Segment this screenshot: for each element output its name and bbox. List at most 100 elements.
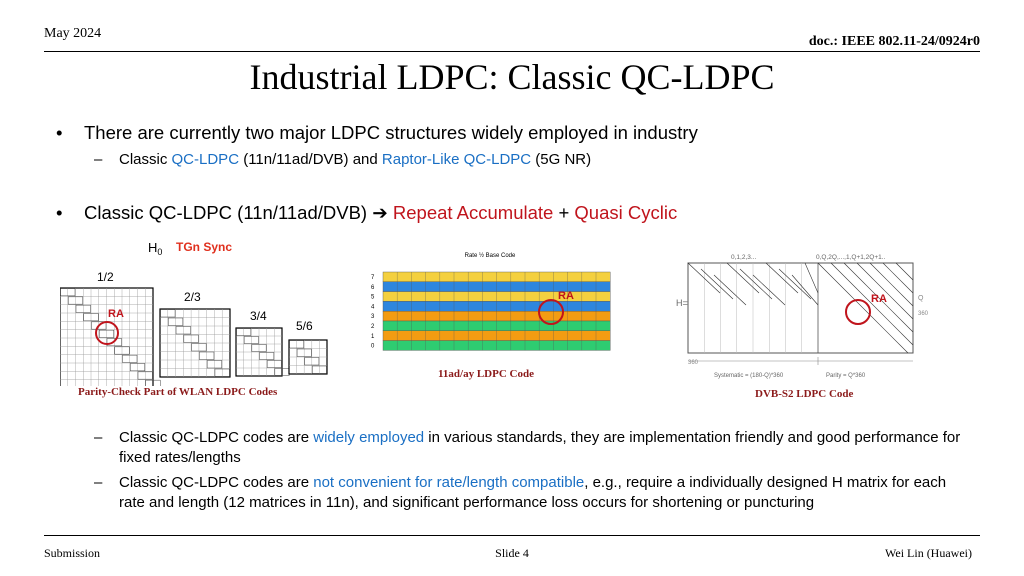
identity-block	[145, 379, 161, 386]
header-divider	[44, 51, 980, 52]
sub-dash: –	[94, 474, 103, 491]
diagonal	[700, 268, 734, 300]
ra-circle	[95, 321, 119, 345]
identity-block	[236, 328, 252, 336]
rate-5-6-label: 5/6	[296, 319, 313, 333]
bullet-dot: •	[56, 202, 63, 223]
ra-label: RA	[558, 290, 574, 302]
diagonal	[752, 274, 786, 306]
sub1-mid: (11n/11ad/DVB) and	[239, 151, 382, 168]
sub1-qcldpc: QC-LDPC	[171, 151, 240, 168]
dvb-matrix	[687, 262, 914, 365]
identity-block	[122, 354, 138, 363]
sub3-pre: Classic QC-LDPC codes are	[119, 474, 314, 491]
slide-title: Industrial LDPC: Classic QC-LDPC	[249, 57, 775, 97]
bullet-dot: •	[56, 122, 63, 143]
sub-bullet-3-text: Classic QC-LDPC codes are not convenient…	[119, 473, 969, 513]
row-label: 0	[371, 344, 375, 350]
identity-block	[160, 309, 176, 318]
identity-block	[259, 352, 275, 360]
col-index-right: 0,Q,2Q,...,1,Q+1,2Q+1..	[816, 254, 886, 261]
h0-label: H0	[148, 240, 162, 257]
parity-matrix	[60, 287, 161, 386]
ra-circle	[538, 299, 564, 325]
dim-360-bottom: 360	[688, 360, 699, 366]
bullet-2-text: Classic QC-LDPC (11n/11ad/DVB) ➔ Repeat …	[84, 202, 677, 224]
identity-block	[214, 368, 230, 377]
sub2-post: in various standards, they are implement…	[119, 429, 961, 466]
diagonal	[843, 262, 914, 333]
sub1-pre: Classic	[119, 151, 172, 168]
row-label: 5	[371, 295, 375, 301]
sub2-highlight: widely employed	[313, 429, 425, 446]
identity-block	[168, 317, 184, 326]
identity-block	[106, 338, 122, 347]
diagonal	[830, 262, 914, 346]
sub2-pre: Classic QC-LDPC codes are	[119, 429, 314, 446]
caption-wlan: Parity-Check Part of WLAN LDPC Codes	[78, 386, 278, 398]
base-code-title: Rate ½ Base Code	[465, 252, 516, 259]
base-matrix-grid	[382, 271, 611, 351]
row-label: 2	[371, 324, 375, 330]
identity-block	[251, 344, 267, 352]
diagonal	[895, 262, 914, 281]
diagonal	[791, 274, 819, 306]
diagonal	[739, 268, 773, 300]
ra-label: RA	[108, 308, 124, 320]
identity-block	[175, 326, 191, 335]
identity-block	[199, 351, 215, 360]
diagonal	[765, 262, 799, 294]
q-label: Q	[918, 295, 924, 302]
row-label: 7	[371, 275, 375, 281]
dim-360-right: 360	[918, 311, 929, 317]
diagonal	[882, 262, 914, 294]
identity-block	[266, 360, 282, 368]
identity-block	[206, 360, 222, 369]
identity-block	[99, 329, 114, 338]
row-label: 1	[371, 334, 375, 340]
diagonal	[856, 262, 914, 320]
arrow-icon: ➔	[372, 202, 388, 223]
parity-matrix	[235, 327, 290, 377]
bullet2-pre: Classic QC-LDPC (11n/11ad/DVB)	[84, 202, 373, 223]
identity-block	[312, 365, 327, 374]
bullet2-plus: +	[553, 202, 575, 223]
dvb-s2-ldpc-figure: 0,1,2,3... 0,Q,2Q,...,1,Q+1,2Q+1.. H= Q …	[676, 254, 929, 379]
col-index-left: 0,1,2,3...	[731, 254, 756, 261]
rate-2-3-label: 2/3	[184, 290, 201, 304]
sub-bullet-2-text: Classic QC-LDPC codes are widely employe…	[119, 428, 969, 468]
sub1-post: (5G NR)	[531, 151, 592, 168]
parity-matrices	[60, 287, 328, 386]
footer-divider	[44, 535, 980, 536]
caption-11ad: 11ad/ay LDPC Code	[438, 368, 534, 380]
rate-1-2-label: 1/2	[97, 270, 114, 284]
footer-center: Slide 4	[495, 546, 529, 560]
tgn-sync-label: TGn Sync	[176, 240, 232, 254]
header-doc-id: doc.: IEEE 802.11-24/0924r0	[808, 34, 980, 49]
identity-block	[191, 343, 207, 352]
identity-block	[304, 357, 320, 366]
parity-matrix	[159, 308, 231, 378]
row-label: 3	[371, 314, 375, 320]
sub-bullet-1-text: Classic QC-LDPC (11n/11ad/DVB) and Rapto…	[119, 150, 969, 170]
diagonal	[869, 262, 914, 307]
header-date: May 2024	[44, 26, 102, 41]
diagonal	[687, 262, 721, 294]
identity-block	[60, 288, 76, 297]
ra-circle	[845, 299, 871, 325]
identity-block	[137, 371, 153, 380]
bullet2-repeat-accumulate: Repeat Accumulate	[392, 202, 554, 223]
identity-block	[75, 304, 91, 313]
footer-right: Wei Lin (Huawei)	[885, 546, 972, 560]
sub-dash: –	[94, 151, 103, 168]
diagonal	[817, 262, 909, 354]
row-label: 4	[371, 304, 375, 310]
identity-block	[83, 313, 99, 322]
bullet2-quasi-cyclic: Quasi Cyclic	[574, 202, 678, 223]
sub3-post: , e.g., require a individually designed …	[119, 474, 947, 511]
identity-block	[91, 321, 107, 330]
systematic-label: Systematic = (180-Q)*360	[714, 373, 784, 379]
sub1-raptor: Raptor-Like QC-LDPC	[381, 151, 532, 168]
